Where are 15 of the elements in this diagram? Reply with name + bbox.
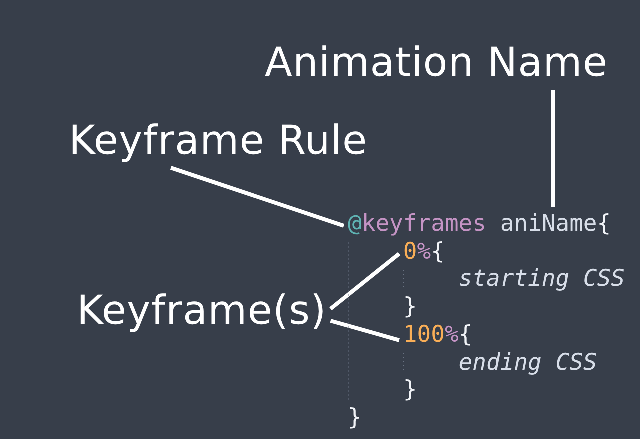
leader-line <box>330 252 401 311</box>
code-text: starting CSS <box>458 266 625 294</box>
callout-label: Animation Name <box>265 40 608 86</box>
closing-brace: } <box>348 404 362 433</box>
keyframe-selector: 100%{ <box>403 322 473 350</box>
callout-label: Keyframe Rule <box>69 118 368 164</box>
closing-brace: } <box>403 377 418 405</box>
leader-line <box>330 319 400 342</box>
keyframe-selector: 0%{ <box>403 238 445 266</box>
closing-brace: } <box>403 294 418 322</box>
callout-label: Keyframe(s) <box>77 288 327 334</box>
code-keyword: @keyframes <box>348 211 486 239</box>
code-identifier: aniName{ <box>500 211 612 239</box>
leader-line <box>170 166 345 228</box>
code-text: ending CSS <box>458 350 598 378</box>
